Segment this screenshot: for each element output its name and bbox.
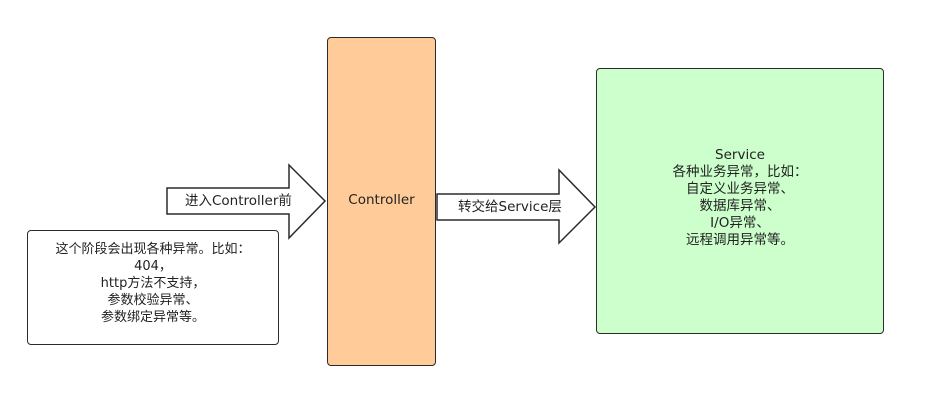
controller-label: Controller [348, 192, 415, 208]
note-line: 参数校验异常、 [107, 293, 199, 308]
arrow-to-service-label: 转交给Service层 [458, 199, 562, 215]
note-line: 参数绑定异常等。 [100, 310, 205, 325]
note-line: 这个阶段会出现各种异常。比如： [55, 242, 251, 257]
pre-controller-exceptions-note: 这个阶段会出现各种异常。比如： 404， http方法不支持， 参数校验异常、 … [27, 230, 279, 345]
controller-box [327, 37, 436, 366]
service-line: 自定义业务异常、 [686, 181, 794, 197]
arrow-before-controller-label: 进入Controller前 [185, 193, 292, 209]
note-line: 404， [134, 259, 172, 274]
service-box: Service 各种业务异常，比如： 自定义业务异常、 数据库异常、 I/O异常… [596, 68, 884, 334]
arrow-to-service [436, 168, 597, 245]
service-line: 各种业务异常，比如： [672, 164, 808, 180]
service-line: 数据库异常、 [699, 198, 781, 214]
service-line: I/O异常、 [710, 215, 770, 231]
service-title: Service [715, 147, 765, 163]
arrow-before-controller [166, 163, 327, 240]
service-line: 远程调用异常等。 [686, 232, 794, 248]
note-line: http方法不支持， [100, 276, 206, 291]
